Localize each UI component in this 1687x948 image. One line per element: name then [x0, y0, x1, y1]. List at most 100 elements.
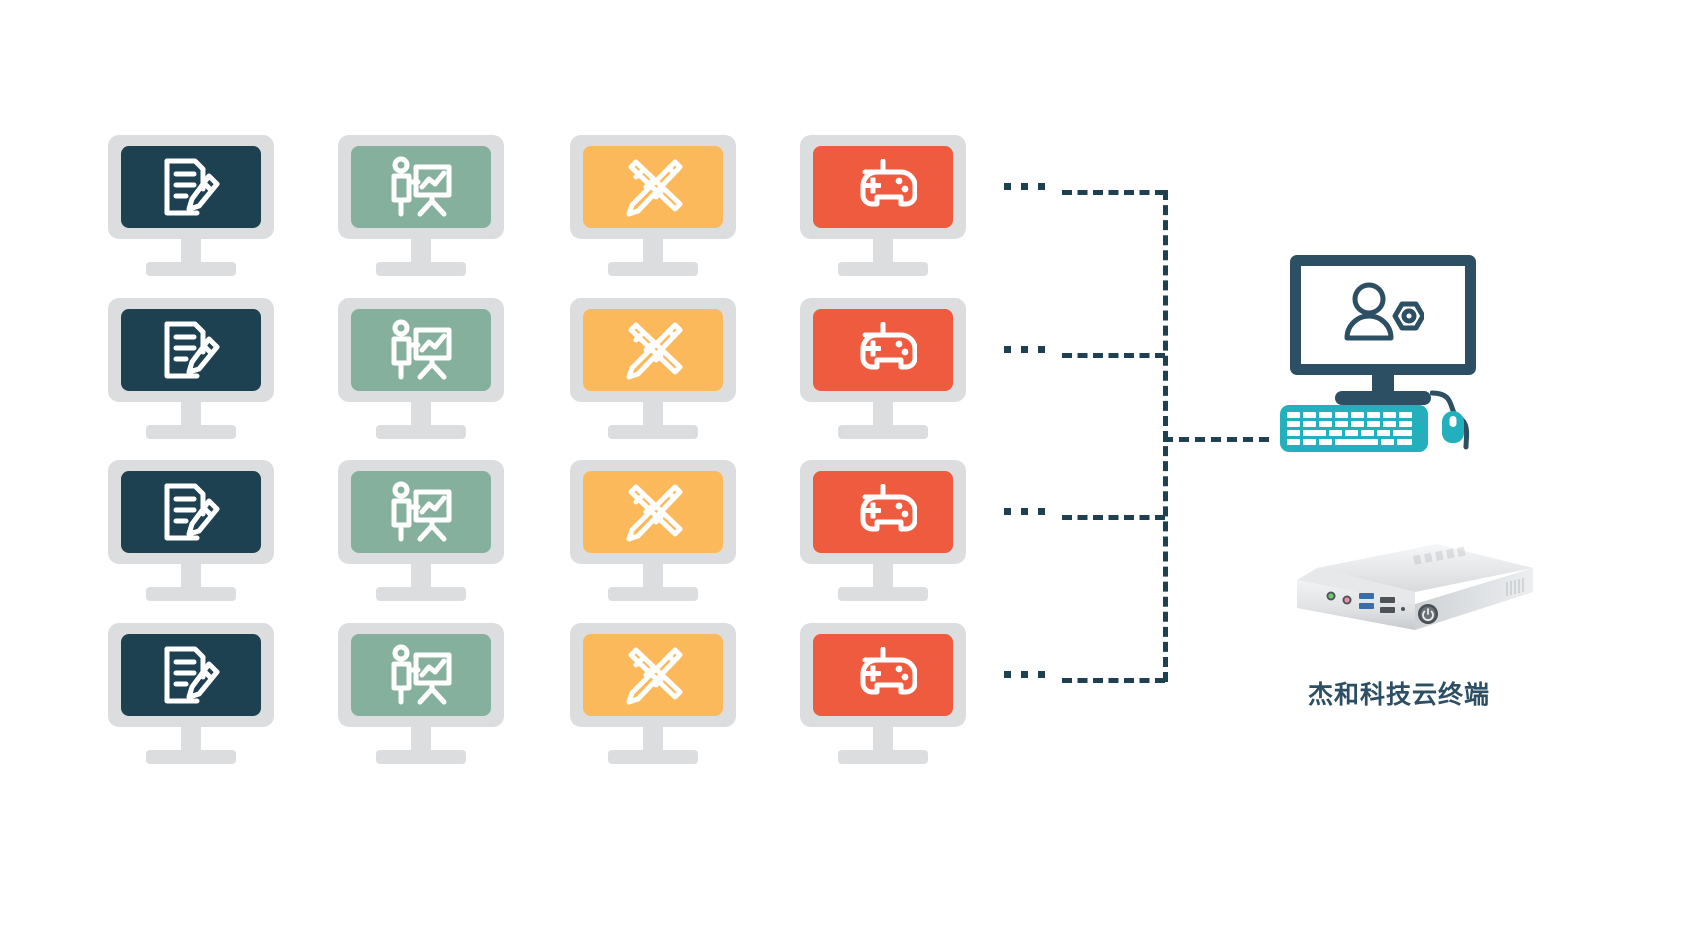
- client-monitor-neck: [643, 239, 663, 264]
- presentation-chart-icon: [389, 481, 453, 543]
- wire-trunk-to-server: [1163, 437, 1269, 442]
- client-monitor[interactable]: [570, 623, 736, 768]
- ellipsis-dot: [1021, 508, 1028, 515]
- client-monitor-foot: [838, 425, 928, 439]
- ellipsis-dot: [1038, 508, 1045, 515]
- gamepad-icon: [849, 159, 917, 215]
- client-monitor-screen: [351, 146, 491, 228]
- gamepad-icon: [849, 322, 917, 378]
- gamepad-icon: [849, 647, 917, 703]
- client-monitor-neck: [181, 727, 201, 752]
- ellipsis-dot: [1038, 183, 1045, 190]
- wire-branch-row-2: [1062, 515, 1165, 520]
- client-monitor-bezel: [338, 135, 504, 239]
- client-monitor-screen: [121, 471, 261, 553]
- client-monitor-screen: [351, 471, 491, 553]
- wire-branch-row-1: [1062, 353, 1165, 358]
- client-monitor-neck: [643, 402, 663, 427]
- keyboard-icon[interactable]: [1280, 405, 1428, 452]
- row-ellipsis: [1004, 183, 1045, 190]
- document-edit-icon: [161, 156, 221, 218]
- client-monitor-bezel: [570, 135, 736, 239]
- client-monitor-screen: [583, 471, 723, 553]
- client-monitor-neck: [411, 564, 431, 589]
- client-monitor-neck: [181, 564, 201, 589]
- client-monitor-screen: [583, 309, 723, 391]
- client-monitor[interactable]: [338, 460, 504, 605]
- client-monitor-foot: [376, 262, 466, 276]
- pencil-ruler-icon: [621, 644, 685, 706]
- client-monitor-screen: [813, 146, 953, 228]
- wire-branch-row-0: [1062, 190, 1165, 195]
- client-monitor-screen: [813, 634, 953, 716]
- document-edit-icon: [161, 481, 221, 543]
- client-monitor[interactable]: [108, 135, 274, 280]
- client-monitor-bezel: [570, 298, 736, 402]
- client-monitor-foot: [146, 425, 236, 439]
- client-monitor-foot: [608, 262, 698, 276]
- presentation-chart-icon: [389, 156, 453, 218]
- client-monitor-bezel: [108, 135, 274, 239]
- client-monitor-neck: [643, 564, 663, 589]
- ellipsis-dot: [1021, 183, 1028, 190]
- mouse-icon[interactable]: [1442, 411, 1464, 443]
- client-monitor-screen: [121, 634, 261, 716]
- pencil-ruler-icon: [621, 319, 685, 381]
- ellipsis-dot: [1004, 346, 1011, 353]
- device-label: 杰和科技云终端: [1308, 680, 1491, 709]
- client-monitor-foot: [608, 425, 698, 439]
- client-monitor-foot: [838, 262, 928, 276]
- client-monitor[interactable]: [338, 623, 504, 768]
- client-monitor-screen: [813, 471, 953, 553]
- mini-pc-icon[interactable]: [1285, 530, 1535, 644]
- client-monitor-foot: [608, 750, 698, 764]
- client-monitor-neck: [873, 564, 893, 589]
- client-monitor-bezel: [800, 298, 966, 402]
- client-monitor-bezel: [570, 623, 736, 727]
- gamepad-icon: [849, 484, 917, 540]
- admin-monitor-neck: [1372, 375, 1394, 393]
- ellipsis-dot: [1038, 346, 1045, 353]
- client-monitor[interactable]: [800, 623, 966, 768]
- client-monitor[interactable]: [570, 460, 736, 605]
- client-monitor-foot: [608, 587, 698, 601]
- client-monitor[interactable]: [800, 298, 966, 443]
- client-monitor[interactable]: [800, 135, 966, 280]
- client-monitor-foot: [146, 262, 236, 276]
- presentation-chart-icon: [389, 319, 453, 381]
- ellipsis-dot: [1004, 671, 1011, 678]
- client-monitor[interactable]: [108, 623, 274, 768]
- client-monitor-screen: [351, 309, 491, 391]
- wire-vertical-bus: [1163, 190, 1168, 682]
- client-monitor-bezel: [338, 460, 504, 564]
- wire-branch-row-3: [1062, 678, 1165, 683]
- client-monitor[interactable]: [108, 460, 274, 605]
- client-monitor-bezel: [108, 623, 274, 727]
- client-monitor[interactable]: [570, 298, 736, 443]
- client-monitor[interactable]: [800, 460, 966, 605]
- client-monitor-foot: [146, 587, 236, 601]
- ellipsis-dot: [1004, 508, 1011, 515]
- client-monitor[interactable]: [338, 298, 504, 443]
- cloud-terminal-group: 杰和科技云终端: [1280, 255, 1580, 715]
- client-monitor[interactable]: [570, 135, 736, 280]
- client-monitor-bezel: [338, 298, 504, 402]
- client-monitor-neck: [181, 239, 201, 264]
- document-edit-icon: [161, 319, 221, 381]
- client-monitor[interactable]: [108, 298, 274, 443]
- client-monitor-neck: [411, 727, 431, 752]
- client-monitor-bezel: [338, 623, 504, 727]
- pencil-ruler-icon: [621, 156, 685, 218]
- client-monitor-screen: [583, 634, 723, 716]
- ellipsis-dot: [1021, 671, 1028, 678]
- client-monitor[interactable]: [338, 135, 504, 280]
- client-monitor-screen: [121, 309, 261, 391]
- mouse-cable-icon: [1430, 390, 1470, 450]
- client-monitor-screen: [351, 634, 491, 716]
- client-monitor-bezel: [800, 460, 966, 564]
- presentation-chart-icon: [389, 644, 453, 706]
- client-monitor-screen: [583, 146, 723, 228]
- client-monitor-screen: [813, 309, 953, 391]
- admin-monitor-base: [1335, 391, 1431, 405]
- client-monitor-neck: [411, 402, 431, 427]
